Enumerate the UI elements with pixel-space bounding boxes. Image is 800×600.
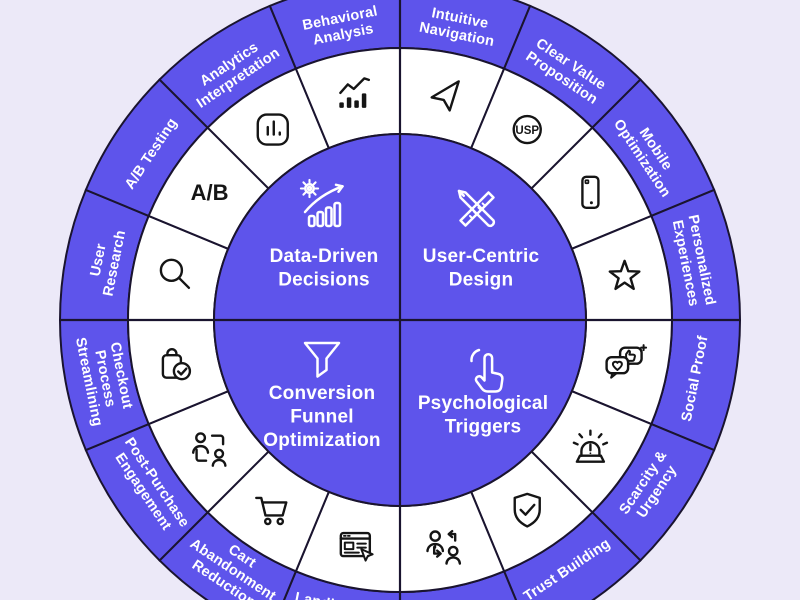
search-icon: [159, 258, 191, 290]
people-arrows-icon: [191, 432, 227, 467]
trend-bars-icon: [339, 77, 371, 108]
ab-text: A/B: [191, 180, 229, 205]
shield-check-icon: [513, 492, 541, 528]
social-reactions-icon: [605, 344, 648, 379]
quadrant-dividers: [60, 0, 740, 600]
people-exchange-icon: [426, 529, 462, 565]
urgency-siren-icon: [572, 429, 609, 463]
chart-panel-icon: [256, 113, 289, 146]
pencil-ruler-icon: [457, 189, 496, 228]
navigation-arrow-icon: [430, 80, 460, 112]
star-icon: [608, 259, 641, 291]
smartphone-icon: [581, 175, 600, 209]
usp-text: USP: [515, 125, 539, 137]
landing-page-cursor-icon: [339, 531, 374, 562]
shopping-cart-icon: [255, 496, 288, 526]
tap-hand-icon: [470, 348, 504, 393]
ab-test-icon: A/B: [191, 180, 229, 205]
usp-badge-icon: USP: [512, 114, 542, 145]
growth-chart-gear-icon: [299, 178, 344, 228]
bag-check-icon: [161, 348, 192, 381]
funnel-icon: [303, 341, 341, 378]
